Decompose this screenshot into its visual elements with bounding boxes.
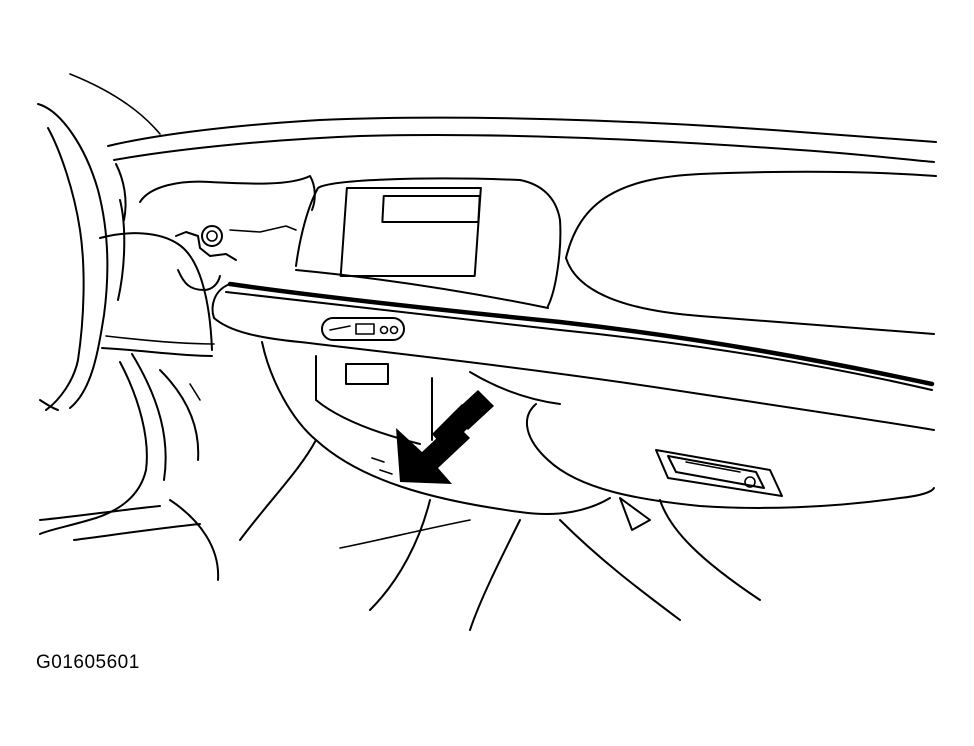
lower-dash-panel [261,341,611,515]
dash-trim-molding [211,281,935,431]
dashboard-top [107,116,937,221]
switch-cluster [321,317,405,341]
steering-wheel [37,73,161,411]
ignition-switch [175,225,297,291]
glove-box [526,403,935,509]
figure-id-label: G01605601 [36,652,140,673]
steering-column [99,199,215,357]
center-display-bezel [295,177,562,309]
passenger-dash-panel [565,170,937,335]
arrow-down-left-icon [396,390,494,484]
floor-area [39,353,761,631]
